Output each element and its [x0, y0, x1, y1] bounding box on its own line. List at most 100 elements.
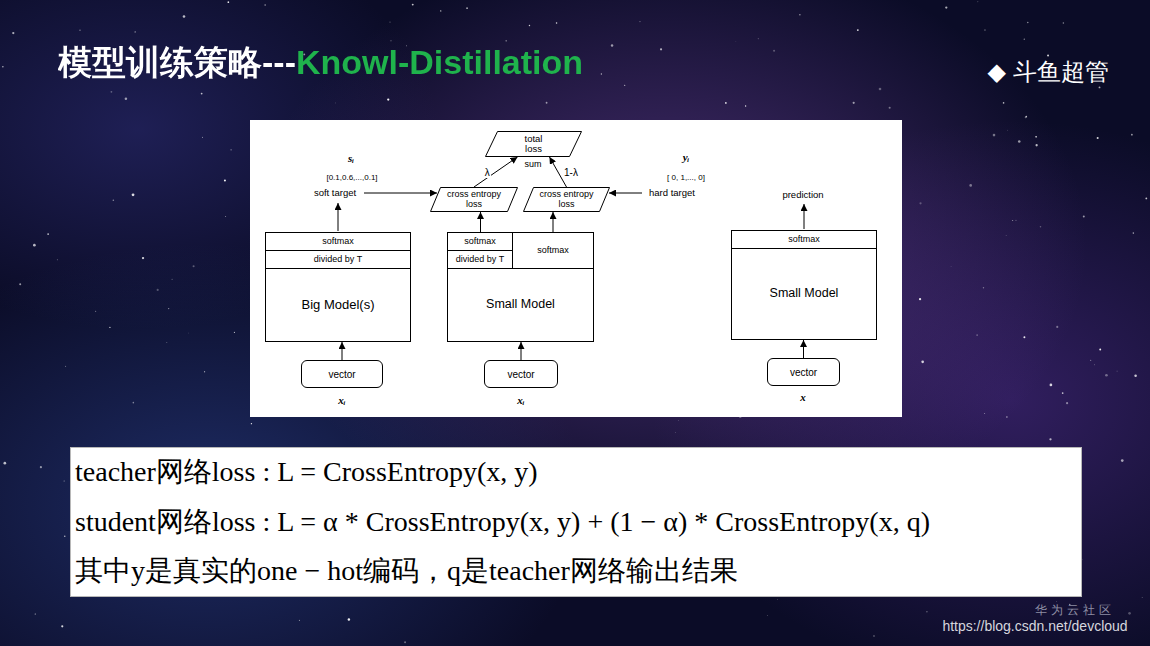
output-label: prediction: [782, 190, 823, 200]
star: [674, 432, 676, 434]
star: [1027, 22, 1028, 23]
parallelogram-shape: [431, 188, 518, 212]
sum-label: sum: [524, 160, 541, 170]
node-text-box: vector: [485, 361, 557, 387]
prediction-arrow: [804, 204, 805, 229]
star: [1006, 416, 1008, 418]
node-text-box: divided by T: [266, 251, 410, 268]
star: [113, 199, 115, 201]
star: [757, 38, 759, 40]
star: [1094, 364, 1096, 366]
star: [4, 462, 7, 465]
star: [889, 107, 891, 109]
node-text: cross entropy loss: [535, 190, 599, 210]
layer-box: divided by T: [448, 251, 513, 269]
slide-title: 模型训练策略---Knowl-Distillation: [58, 44, 583, 81]
connector: [480, 212, 481, 233]
star: [12, 32, 14, 34]
node-text-box: softmax: [448, 233, 512, 250]
star: [1063, 22, 1064, 23]
star: [919, 298, 921, 300]
soft-target-arrow: [338, 203, 339, 231]
star: [299, 620, 300, 621]
model-box: Big Model(s) softmaxdivided by T: [265, 232, 411, 342]
star: [611, 44, 613, 46]
node-text: vector: [507, 369, 534, 380]
star: [230, 149, 231, 150]
star: [65, 365, 67, 367]
star: [546, 102, 548, 104]
star: [853, 102, 855, 104]
star: [1003, 102, 1005, 104]
star: [969, 184, 972, 187]
star: [133, 402, 135, 404]
node-text: cross entropy loss: [442, 190, 506, 210]
star: [1023, 336, 1025, 338]
node-text: total loss: [517, 134, 551, 155]
model-box: Small Model softmax divided by T softmax: [447, 232, 594, 342]
star: [1035, 144, 1037, 146]
node-text: student网络loss : L = α * CrossEntropy(x, …: [75, 507, 930, 538]
layer-box: softmax: [732, 231, 876, 249]
star: [63, 480, 65, 482]
star: [125, 97, 128, 100]
node-text-box: cross entropy loss: [523, 187, 610, 212]
star: [19, 283, 21, 285]
star: [193, 265, 195, 267]
star: [984, 413, 985, 414]
star: [110, 91, 112, 93]
star: [660, 48, 662, 50]
star: [1145, 198, 1147, 200]
node-text-box: softmax: [266, 233, 410, 250]
star: [799, 14, 801, 16]
star: [1005, 235, 1007, 237]
star: [40, 466, 42, 468]
star: [529, 25, 530, 26]
star: [1133, 232, 1135, 234]
node-text-box: softmax: [732, 231, 876, 248]
star: [172, 279, 173, 280]
star: [1018, 140, 1021, 143]
star: [201, 93, 203, 95]
star: [1131, 134, 1133, 136]
star: [1099, 348, 1101, 350]
star: [440, 10, 441, 11]
star: [183, 15, 186, 18]
star: [1097, 137, 1099, 139]
star: [735, 41, 737, 43]
star: [857, 29, 859, 31]
star: [166, 342, 168, 344]
variable-label: sᵢ: [348, 152, 354, 164]
parallelogram-shape: [486, 132, 582, 157]
star: [47, 233, 49, 235]
star: [142, 257, 144, 259]
node-text: divided by T: [456, 255, 504, 265]
node-text-box: Small Model: [732, 249, 876, 339]
connector: [474, 157, 518, 187]
star: [389, 21, 390, 22]
star: [1090, 359, 1092, 361]
star: [879, 88, 882, 91]
node-text-box: Big Model(s): [266, 269, 410, 341]
star: [919, 202, 921, 204]
star: [1047, 55, 1049, 57]
node-text-box: total loss: [485, 131, 582, 157]
node-text: 其中y是真实的one − hot编码，q是teacher网络输出结果: [75, 556, 738, 587]
input-box: vector: [767, 358, 840, 386]
star: [264, 4, 266, 6]
star: [168, 308, 169, 309]
connector: [803, 340, 804, 358]
input-box: vector: [301, 360, 383, 388]
node-text: softmax: [537, 246, 569, 256]
star: [35, 613, 36, 614]
star: [1134, 374, 1136, 376]
input-label: x: [800, 391, 806, 403]
layer-box: softmax: [448, 233, 513, 251]
node-text-box: Small Model: [448, 269, 593, 341]
star: [2, 66, 3, 67]
watermark: 华为云社区: [1035, 604, 1115, 617]
star: [984, 29, 986, 31]
star: [993, 134, 996, 137]
star: [745, 105, 746, 106]
